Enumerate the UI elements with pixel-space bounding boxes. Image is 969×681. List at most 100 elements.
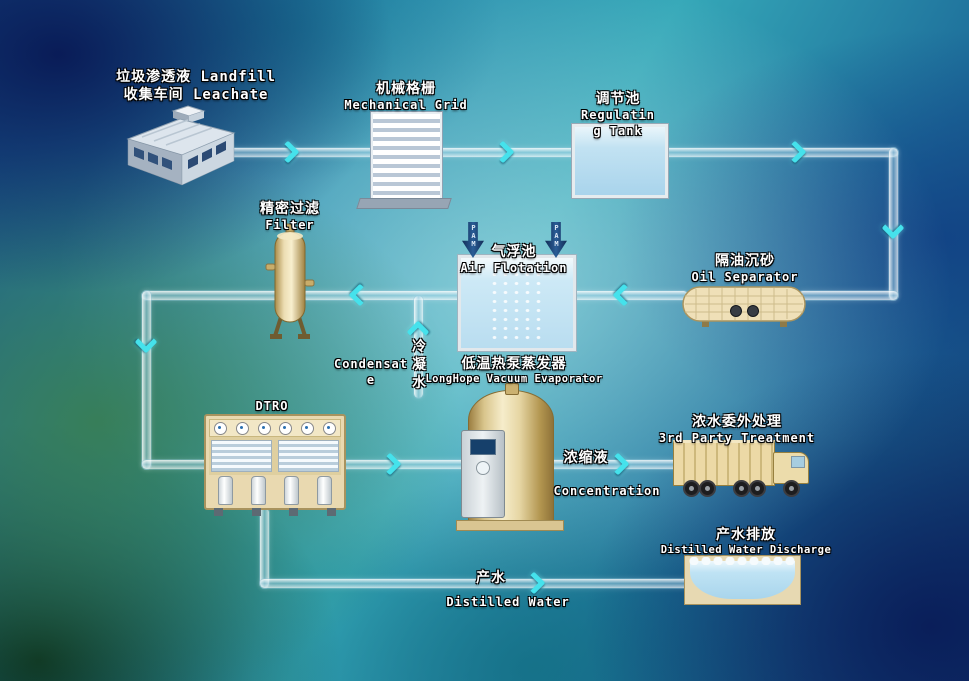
dtro-label-en: DTRO xyxy=(255,399,289,413)
discharge-pool-icon xyxy=(684,555,801,605)
discharge-label-en: Distilled Water Discharge xyxy=(660,544,832,557)
evaporator-label-zh: 低温热泵蒸发器 xyxy=(461,356,567,372)
condensate-label-line2: e xyxy=(366,372,376,387)
pipe-distilled-water xyxy=(260,579,694,588)
condensate-zh-char: 水 xyxy=(412,375,426,391)
flow-arrow-right-icon xyxy=(606,452,630,476)
pressure-gauge-icon xyxy=(322,421,336,435)
air-flotation-label-zh: 气浮池 xyxy=(491,244,537,260)
pipe-dtro-down xyxy=(260,508,269,588)
concentration-label-zh: 浓缩液 xyxy=(563,450,609,466)
pipe-corner-to-separator xyxy=(798,291,898,300)
discharge-label: 产水排放 Distilled Water Discharge xyxy=(661,526,832,558)
air-flotation-tank-icon xyxy=(457,254,577,352)
regulating-tank-label-en1: Regulatin xyxy=(580,108,656,123)
dtro-membrane-unit-icon xyxy=(204,414,346,516)
pipe-dtro-to-evaporator xyxy=(342,460,474,469)
pressure-gauge-icon xyxy=(300,421,314,435)
filter-label: 精密过滤 Filter xyxy=(260,200,320,234)
flow-arrow-down-icon xyxy=(134,330,158,354)
evaporator-base xyxy=(456,520,564,531)
truck-wheel xyxy=(749,480,766,497)
concentration-label-en-wrap: Concentration xyxy=(554,484,661,500)
air-flotation-label: 气浮池 Air Flotation xyxy=(461,243,568,277)
oil-separator-label: 隔油沉砂 Oil Separator xyxy=(692,252,799,286)
filter-vessel-icon xyxy=(262,222,318,348)
flow-arrow-right-icon xyxy=(783,140,807,164)
mechanical-grid-label-en: Mechanical Grid xyxy=(344,98,468,113)
leg xyxy=(326,508,336,516)
regulating-tank-label: 调节池 Regulatin g Tank xyxy=(581,90,655,139)
pipe-grid-to-tank xyxy=(436,148,576,157)
third-party-label: 浓水委外处理 3rd Party Treatment xyxy=(659,413,815,447)
third-party-label-zh: 浓水委外处理 xyxy=(692,414,782,430)
transport-truck-icon xyxy=(673,436,813,500)
evaporator-label: 低温热泵蒸发器 LongHope Vacuum Evaporator xyxy=(425,355,602,387)
mechanical-grid-icon xyxy=(370,111,443,203)
filter-label-en: Filter xyxy=(265,218,315,233)
mechanical-grid-label-zh: 机械格栅 xyxy=(376,81,436,97)
condensate-label-line1: Condensat xyxy=(333,357,409,371)
membrane-tubes xyxy=(211,440,272,472)
pipe-factory-to-grid xyxy=(225,148,375,157)
leg xyxy=(251,508,261,516)
flow-arrow-left-icon xyxy=(348,283,372,307)
landfill-label: 垃圾渗透液 Landfill 收集车间 Leachate xyxy=(116,68,276,104)
truck-wheel xyxy=(783,480,800,497)
flow-arrow-left-icon xyxy=(612,283,636,307)
membrane-canister xyxy=(218,476,233,505)
truck-wheel xyxy=(699,480,716,497)
evaporator-label-en: LongHope Vacuum Evaporator xyxy=(425,373,603,386)
pipe-right-vertical xyxy=(889,148,898,300)
mechanical-grid-label: 机械格栅 Mechanical Grid xyxy=(344,80,467,114)
condensate-label-zh: 冷 凝 水 xyxy=(411,338,427,392)
product-water-label-en: Distilled Water xyxy=(446,595,570,609)
membrane-canister xyxy=(251,476,266,505)
product-water-label-zh-wrap: 产水 xyxy=(476,569,506,587)
leg-row xyxy=(214,508,336,516)
truck-trailer xyxy=(673,440,775,486)
regulating-tank-icon xyxy=(571,123,669,199)
truck-wheel xyxy=(733,480,750,497)
condensate-zh-char: 凝 xyxy=(412,357,426,373)
pressure-gauge-icon xyxy=(214,421,228,435)
regulating-tank-label-en2: g Tank xyxy=(593,123,643,138)
flow-arrow-right-icon xyxy=(522,571,546,595)
dtro-label: DTRO xyxy=(256,399,289,415)
flow-arrow-right-icon xyxy=(276,140,300,164)
pipe-left-vertical xyxy=(142,291,151,469)
condensate-zh-char: 冷 xyxy=(412,339,426,355)
mechanical-grid-base xyxy=(356,198,452,209)
pipe-condensate-vertical xyxy=(414,296,423,398)
third-party-label-en: 3rd Party Treatment xyxy=(658,431,816,446)
flow-arrow-right-icon xyxy=(378,452,402,476)
evaporator-control-cabinet xyxy=(461,430,505,518)
leg xyxy=(289,508,299,516)
landfill-label-line1: 垃圾渗透液 Landfill xyxy=(116,69,276,85)
factory-building-icon xyxy=(118,103,243,192)
pipe-left-to-dtro xyxy=(142,460,217,469)
concentration-label-zh-wrap: 浓缩液 xyxy=(564,449,609,467)
pipe-evaporator-to-truck xyxy=(548,460,680,469)
membrane-tube-section xyxy=(209,437,341,475)
concentration-label-en: Concentration xyxy=(553,484,661,498)
product-water-label-en-wrap: Distilled Water xyxy=(446,595,569,611)
oil-separator-label-zh: 隔油沉砂 xyxy=(714,253,775,269)
condensate-label: Condensat e xyxy=(334,357,408,388)
oil-separator-label-en: Oil Separator xyxy=(691,270,799,285)
air-flotation-label-en: Air Flotation xyxy=(460,261,568,276)
pool-water xyxy=(688,557,797,599)
gauge-row xyxy=(209,419,341,437)
discharge-label-zh: 产水排放 xyxy=(715,527,776,543)
pipe-filter-to-left xyxy=(142,291,280,300)
pipe-flotation-to-filter xyxy=(302,291,464,300)
regulating-tank-label-zh: 调节池 xyxy=(595,91,641,107)
product-water-label-zh: 产水 xyxy=(476,570,506,586)
pam-label: PAM xyxy=(552,224,561,248)
flow-arrow-right-icon xyxy=(491,140,515,164)
filter-label-zh: 精密过滤 xyxy=(260,201,320,217)
canister-row xyxy=(209,475,341,505)
pipe-tank-to-corner xyxy=(655,148,898,157)
pressure-gauge-icon xyxy=(279,421,293,435)
